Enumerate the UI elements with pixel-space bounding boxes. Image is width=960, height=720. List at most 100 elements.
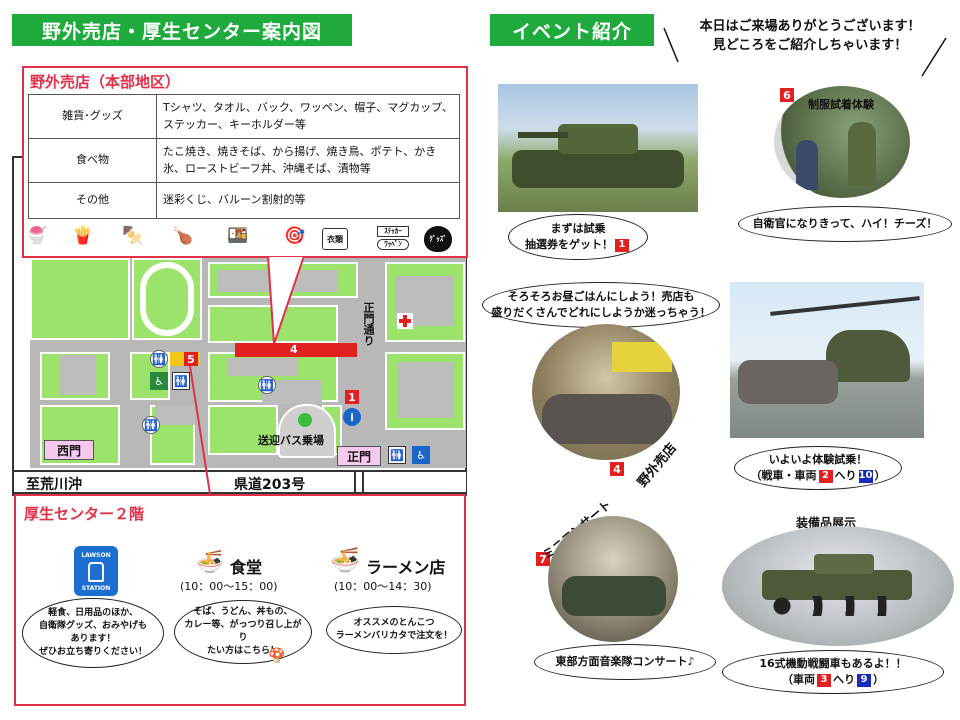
shop-table: 雑貨･グッズ Tシャツ、タオル、バック、ワッペン、帽子、マグカップ、ステッカー、…	[28, 94, 460, 219]
cafeteria-hours: (10：00〜15：00)	[180, 580, 278, 593]
bubble-line: まずは試乗	[550, 222, 606, 236]
tent	[612, 342, 672, 372]
bubble-line: たい方はこちら！	[206, 646, 279, 657]
event1-bubble: まずは試乗 抽選券をゲット！1	[508, 214, 648, 260]
intro-line-1: 本日はご来場ありがとうございます！	[699, 19, 921, 34]
milk-can-icon	[88, 562, 104, 582]
welfare-center-title: 厚生センター２階	[24, 505, 145, 523]
karaage-icon: 🍗	[172, 226, 194, 246]
helicopter-photo	[730, 282, 924, 438]
first-aid-icon	[397, 313, 413, 329]
shop-category: 雑貨･グッズ	[28, 94, 157, 139]
vehicle-turret	[814, 554, 874, 574]
toilet-icon: 🚻	[142, 416, 160, 434]
tshirt-icon: 衣類	[322, 228, 348, 250]
yakitori-icon: 🍢	[122, 226, 144, 246]
event7-number: 7	[536, 552, 550, 566]
bubble-line: ラーメンバリカタで注文を！	[335, 631, 453, 641]
shop-icon-row: 🍧 🍟 🍢 🍗 🍱 🎯 衣類 ｽﾃｯｶｰ ﾜｯﾍﾟﾝ ｸﾞｯｽﾞ	[22, 226, 468, 256]
toilet-icon: 🚻	[150, 350, 168, 368]
tank-body	[512, 150, 684, 188]
map-block	[208, 405, 278, 455]
map-badge-5: 5	[184, 352, 198, 366]
restroom-icon: 🚻	[172, 372, 190, 390]
toilet-icon: 🚻	[258, 376, 276, 394]
table-row: 食べ物 たこ焼き、焼きそば、から揚げ、焼き鳥、ポテト、かき氷、ローストビーフ丼、…	[28, 138, 460, 183]
ramen-label: ラーメン店	[366, 558, 446, 577]
uniform-photo	[774, 86, 910, 198]
map-badge-1: 1	[345, 390, 359, 404]
shop-items: Tシャツ、タオル、バック、ワッペン、帽子、マグカップ、ステッカー、キーホルダー等	[156, 94, 460, 139]
main-street-label: 正門通り	[362, 302, 375, 346]
people-queue	[738, 360, 838, 404]
event4-bubble: そろそろお昼ごはんにしよう！売店も 盛りだくさんでどれにしようか迷っちゃう！	[482, 282, 720, 328]
tank-gun	[518, 132, 568, 138]
lawson-top-text: LAWSON	[81, 552, 111, 559]
takoyaki-icon: 🍱	[227, 226, 249, 246]
bubble-line: いよいよ体験試乗！	[768, 453, 868, 467]
intro-line-2: 見どころをご紹介しちゃいます！	[712, 37, 908, 53]
target-shooting-icon: 🎯	[284, 226, 306, 246]
shaved-ice-icon: 🍧	[26, 226, 48, 246]
tank-photo	[498, 84, 698, 212]
lawson-bottom-text: STATION	[81, 585, 111, 592]
map-building	[228, 358, 298, 376]
intro-slash-lines	[663, 27, 947, 77]
helicopter-rotor	[770, 296, 920, 316]
map-badge-4: 4	[290, 343, 298, 356]
bubble-line: あります！	[70, 634, 116, 644]
mascot-icon: 🍄	[268, 648, 286, 664]
bubble-line: 抽選券をゲット！1	[525, 237, 631, 253]
camo-figure	[848, 122, 876, 186]
outdoor-shop-title: 野外売店（本部地区）	[30, 73, 181, 91]
bubble-line: 16式機動戦闘車もあるよ！！	[759, 657, 907, 671]
crowd	[542, 394, 672, 444]
road-right-label: 県道203号	[234, 477, 306, 493]
event-number-badge: 10	[858, 469, 873, 483]
bubble-line: オススメのとんこつ	[353, 617, 435, 628]
band-members	[562, 576, 666, 616]
map-building	[60, 355, 96, 395]
event-number-badge: 1	[615, 238, 629, 252]
helicopter-body	[826, 330, 910, 382]
event-number-badge: 2	[818, 469, 833, 483]
bubble-line: ぜひお立ち寄りください！	[38, 647, 147, 658]
shop-category: その他	[28, 182, 157, 219]
cafeteria-icon: 🍜	[196, 550, 224, 575]
vehicle-body	[762, 570, 912, 600]
right-header: イベント紹介	[490, 14, 654, 46]
wheelchair-icon: ♿	[412, 446, 430, 464]
table-row: 雑貨･グッズ Tシャツ、タオル、バック、ワッペン、帽子、マグカップ、ステッカー、…	[28, 94, 460, 139]
lawson-station-logo: LAWSON STATION	[74, 546, 118, 596]
event-number-badge: 3	[817, 673, 831, 687]
bubble-line: 軽食、日用品のほか、	[48, 607, 138, 618]
shop-items: 迷彩くじ、バルーン割射的等	[156, 182, 460, 219]
combat-vehicle-photo	[722, 526, 954, 646]
shop-callout-pointer	[266, 256, 306, 345]
event4-number: 4	[610, 462, 624, 476]
lawson-bubble: 軽食、日用品のほか、 自衛隊グッズ、おみやげも あります！ ぜひお立ち寄りくださ…	[22, 598, 164, 668]
ramen-bubble: オススメのとんこつ ラーメンバリカタで注文を！	[326, 606, 462, 654]
map-track	[140, 262, 194, 336]
map-building	[155, 405, 195, 425]
road-crossing	[354, 472, 364, 492]
event-number-badge: 9	[857, 673, 871, 687]
sticker-text: ｽﾃｯｶｰ	[377, 226, 409, 238]
fries-icon: 🍟	[72, 226, 94, 246]
west-gate-sign: 西門	[44, 440, 94, 460]
map-block	[30, 258, 130, 340]
concert-photo	[548, 516, 678, 642]
info-icon: i	[343, 408, 361, 426]
event6-bubble: 自衛官になりきって、ハイ！チーズ！	[738, 206, 952, 242]
bubble-line: そろそろお昼ごはんにしよう！売店も	[507, 290, 695, 304]
bubble-line: カレー等、がっつり召し上がり	[184, 619, 302, 643]
welfare-connector	[189, 366, 211, 495]
event6-number: 6	[780, 88, 794, 102]
left-header: 野外売店・厚生センター案内図	[12, 14, 352, 46]
road-left-label: 至荒川沖	[26, 477, 82, 493]
shop-category: 食べ物	[28, 138, 157, 183]
